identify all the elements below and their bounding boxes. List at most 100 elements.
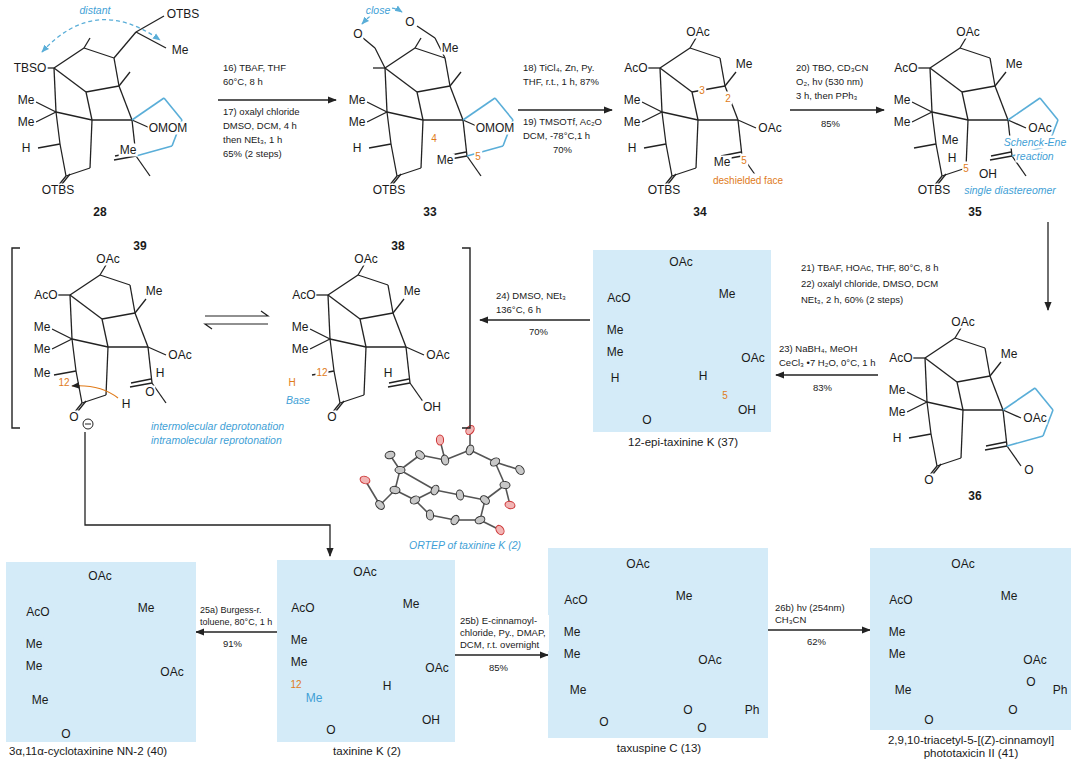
bond-line (358, 275, 388, 285)
atom-label: O (1025, 676, 1036, 689)
atom-ellipsoid (436, 435, 443, 445)
bond-line (360, 313, 393, 319)
bond-line (931, 434, 937, 466)
atom-ellipsoid (474, 515, 486, 525)
atom-label: Me (291, 321, 310, 334)
bond-line (1003, 410, 1007, 446)
reaction-arrow (790, 109, 884, 110)
bond-line (54, 48, 84, 68)
atom-label: OAc (697, 654, 722, 667)
bond-line (1003, 410, 1021, 418)
atom-label: Me (33, 343, 52, 356)
atom-ellipsoid (426, 510, 434, 521)
bond-line (330, 339, 366, 347)
bond-line (660, 48, 690, 68)
atom-label: Me (402, 598, 421, 611)
bond-line (968, 119, 1008, 120)
bond-line (148, 347, 166, 355)
compound-number: 36 (967, 490, 982, 503)
bond-line (136, 16, 164, 32)
bond-line (369, 144, 391, 148)
atom-label: OMOM (148, 122, 189, 135)
bond-line (960, 48, 990, 58)
bond-line (962, 86, 995, 92)
bond-line (375, 48, 385, 68)
atom-label: O (326, 411, 337, 424)
atom-ellipsoid (395, 466, 405, 473)
reaction-conditions: 23) NaBH₄, MeOH (778, 343, 858, 355)
bond-line (720, 58, 725, 86)
atom-label: Me (17, 116, 36, 129)
atom-label: OAc (1022, 654, 1047, 667)
reaction-conditions: 65% (2 steps) (222, 148, 283, 160)
bond-line (52, 339, 72, 349)
compound-box: OAcAcOMeMeMeOAcMeOOOPh2,9,10-triacetyl-5… (870, 548, 1071, 730)
bond-line (660, 68, 692, 92)
atom-ellipsoid (514, 464, 526, 476)
bond-line (445, 58, 450, 86)
atom-ellipsoid (494, 524, 505, 536)
bond-line (985, 348, 990, 376)
atom-ellipsoid (449, 514, 460, 526)
bond-line (70, 275, 100, 295)
bond-line (367, 112, 387, 122)
bond-line (56, 112, 92, 120)
compound-name: 2,9,10-triacetyl-5-[(Z)-cinnamoyl] photo… (868, 734, 1075, 760)
atom-label: AcO (33, 289, 58, 302)
atom-label: H (382, 680, 393, 693)
bond-line (986, 442, 1006, 446)
bond-line (358, 265, 364, 275)
bond-line (930, 68, 962, 92)
atom-label: Me (569, 684, 588, 697)
bond-line (995, 72, 1006, 86)
reaction-arrow (776, 374, 878, 375)
bond-line (417, 92, 423, 120)
bond-line (92, 119, 132, 120)
bond-line (991, 152, 1011, 156)
bond-line (388, 383, 410, 387)
locant-number: H (287, 376, 296, 389)
atom-label: O (404, 16, 415, 29)
bond-line (666, 144, 672, 176)
bond-line (86, 92, 92, 120)
bond-line (114, 32, 136, 58)
atom-label: H (352, 142, 363, 155)
atom-label: Me (145, 285, 164, 298)
bond-line (367, 102, 387, 112)
bond-line (644, 144, 666, 148)
atom-label: O (923, 714, 934, 727)
atom-ellipsoid (359, 475, 371, 485)
atom-label: OAc (1027, 122, 1052, 135)
bond-line (960, 38, 966, 48)
bond-line (119, 86, 132, 120)
atom-label: Me (713, 156, 732, 169)
bond-line (725, 72, 736, 86)
atom-label: AcO (888, 352, 913, 365)
bond-line (316, 294, 328, 295)
bond-line (421, 120, 423, 168)
atom-label: OTBS (647, 184, 682, 197)
atom-label: H (947, 152, 958, 165)
bond-line (54, 371, 76, 375)
bond-line (913, 357, 925, 358)
compound-number: 33 (422, 206, 437, 219)
reaction-arrow (455, 654, 548, 655)
compound-box: OAcAcOMeMeMeOAcMeO3α,11α-cyclotaxinine N… (6, 562, 196, 742)
bond-line (373, 67, 385, 68)
bond-line (642, 102, 662, 112)
bond-line (393, 299, 404, 313)
locant-number: 12 (57, 376, 70, 389)
annotation: distant (79, 4, 112, 17)
bond-line (463, 120, 467, 156)
atom-label: AcO (291, 289, 316, 302)
bond-line (132, 98, 164, 120)
locant-number: 2 (724, 92, 732, 105)
bond-line (930, 68, 932, 112)
bond-line (84, 48, 114, 58)
annotation: intramolecular reprotonation (150, 434, 283, 447)
atom-label: Me (291, 343, 310, 356)
bond-line (135, 299, 146, 313)
bond-line (925, 358, 927, 402)
bond-line (397, 168, 421, 176)
